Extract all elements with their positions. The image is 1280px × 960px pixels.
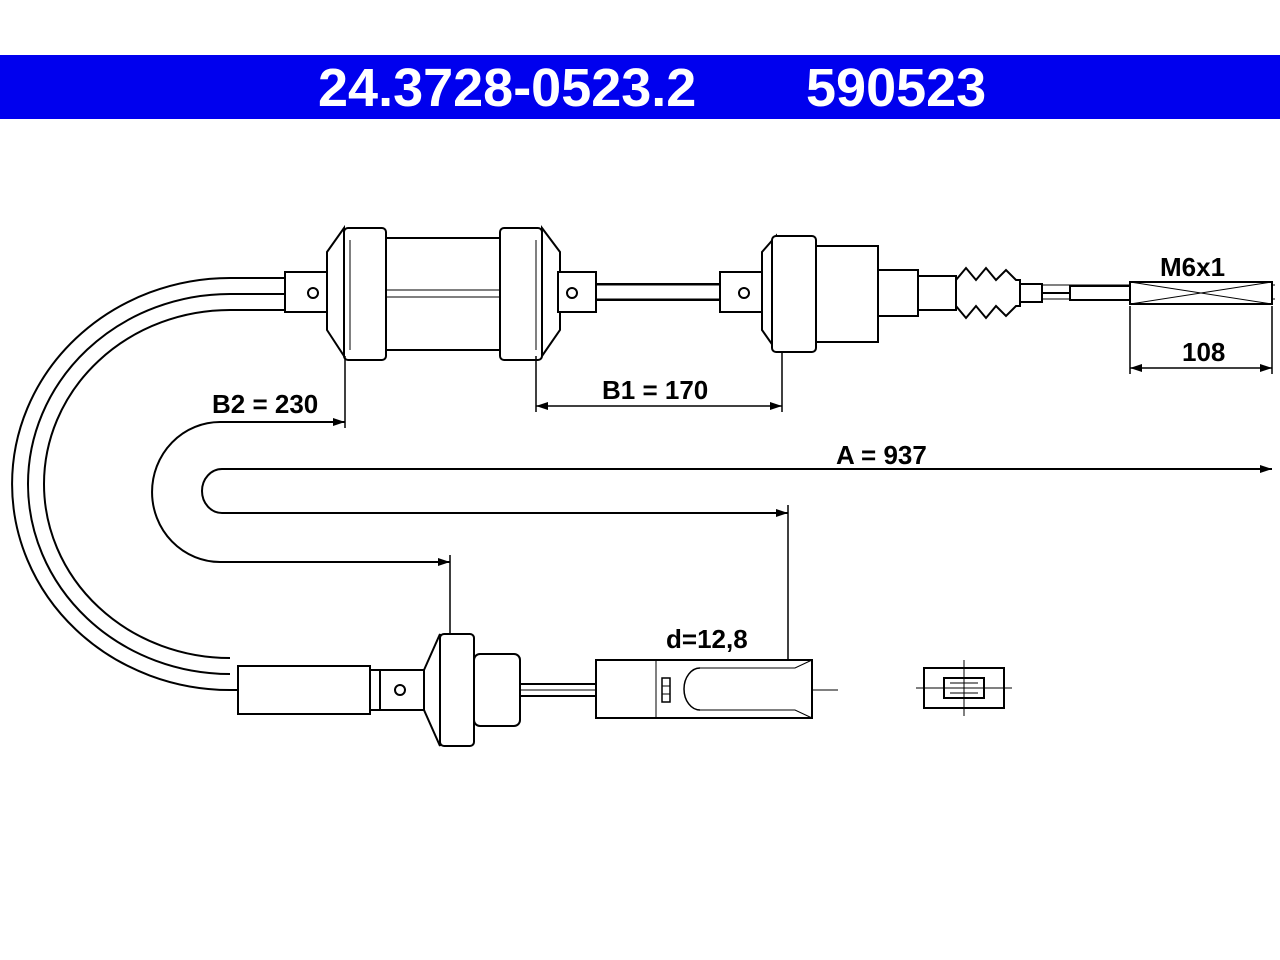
bellows-boot bbox=[955, 266, 1070, 320]
dimension-108 bbox=[1129, 306, 1273, 374]
dimension-ext-lines bbox=[449, 505, 789, 676]
b1-label: B1 = 170 bbox=[602, 375, 708, 405]
reference-number: 590523 bbox=[806, 58, 987, 118]
thread-length-label: 108 bbox=[1182, 337, 1225, 367]
dimension-b2-ext bbox=[333, 356, 346, 428]
pin-end bbox=[595, 659, 813, 719]
inner-loop-a bbox=[201, 465, 1272, 517]
dimension-b1 bbox=[535, 352, 783, 412]
outer-cable bbox=[11, 277, 285, 691]
adjuster-cylinder bbox=[343, 225, 597, 361]
d-label: d=12,8 bbox=[666, 624, 748, 654]
second-fitting bbox=[719, 233, 957, 354]
part-number: 24.3728-0523.2 bbox=[318, 58, 697, 118]
title-banner: 24.3728-0523.2 590523 bbox=[0, 55, 1280, 119]
inner-loop-b2 bbox=[151, 421, 450, 566]
left-end-bracket bbox=[284, 224, 345, 360]
b2-label: B2 = 230 bbox=[212, 389, 318, 419]
a-label: A = 937 bbox=[836, 440, 927, 470]
bottom-fitting bbox=[237, 633, 838, 747]
cross-section-symbol bbox=[916, 660, 1012, 716]
thread-label: M6x1 bbox=[1160, 252, 1225, 282]
threaded-end bbox=[1069, 281, 1273, 305]
